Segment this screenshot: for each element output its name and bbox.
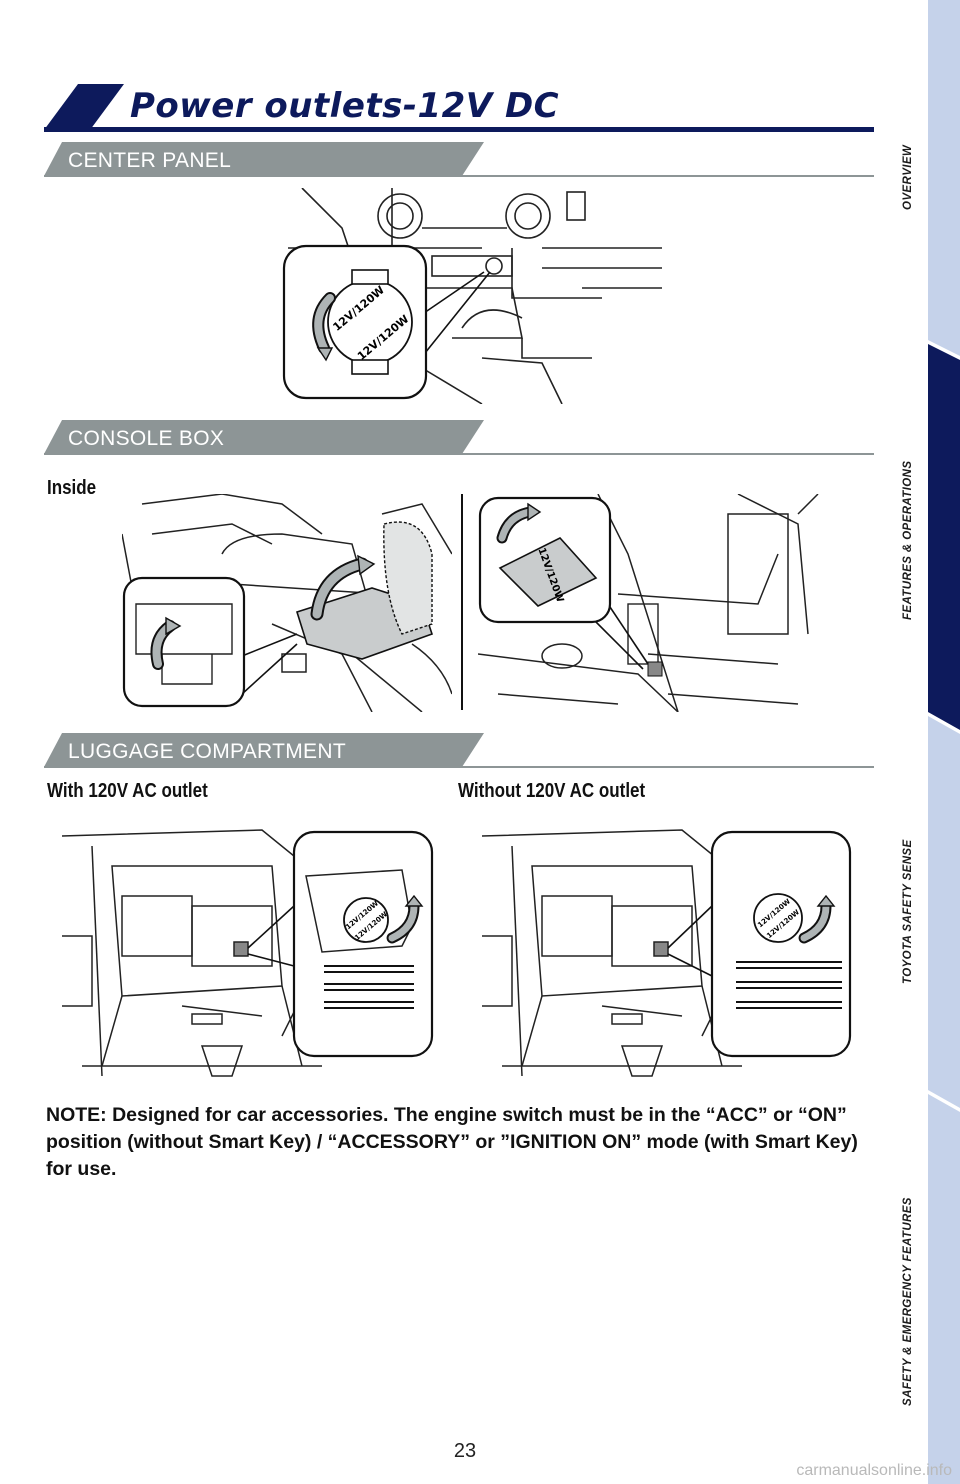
console-box-illustration-right: 12V/120W	[478, 494, 819, 712]
nav-tab-features-bg	[928, 344, 960, 730]
nav-tab-emergency-bg	[928, 1094, 960, 1484]
section-bar-center-panel	[44, 142, 874, 177]
nav-tab-features-operations[interactable]: FEATURES & OPERATIONS	[902, 460, 914, 620]
section-bar-luggage	[44, 733, 874, 768]
section-title-center-panel: CENTER PANEL	[68, 149, 232, 172]
watermark: carmanualsonline.info	[796, 1462, 952, 1479]
nav-tab-overview-bg	[928, 0, 960, 356]
inside-label: Inside	[47, 477, 97, 499]
side-navigation-tabs	[928, 0, 960, 1484]
figure-divider	[461, 494, 463, 710]
section-title-console-box: CONSOLE BOX	[68, 427, 225, 450]
page-title: Power outlets-12V DC	[130, 86, 560, 126]
center-panel-illustration: 12V/120W 12V/120W	[282, 188, 662, 404]
section-title-luggage: LUGGAGE COMPARTMENT	[68, 740, 346, 763]
without-ac-label: Without 120V AC outlet	[458, 780, 646, 802]
nav-tab-overview[interactable]: OVERVIEW	[902, 144, 914, 210]
luggage-with-ac-illustration: 12V/120W 12V/120W	[62, 829, 434, 1077]
side-navigation: OVERVIEW FEATURES & OPERATIONS TOYOTA SA…	[902, 0, 960, 1484]
page-number: 23	[453, 1440, 477, 1462]
luggage-without-ac-illustration: 12V/120W 12V/120W	[482, 829, 852, 1077]
note-text: NOTE: Designed for car accessories. The …	[46, 1104, 858, 1180]
section-bar-console-box	[44, 420, 874, 455]
nav-tab-safety-sense-bg	[928, 716, 960, 1108]
console-box-illustration-left	[122, 494, 452, 712]
nav-tab-safety-emergency[interactable]: SAFETY & EMERGENCY FEATURES	[902, 1197, 914, 1406]
with-ac-label: With 120V AC outlet	[47, 780, 208, 802]
title-banner	[44, 84, 874, 132]
nav-tab-toyota-safety-sense[interactable]: TOYOTA SAFETY SENSE	[902, 839, 914, 984]
